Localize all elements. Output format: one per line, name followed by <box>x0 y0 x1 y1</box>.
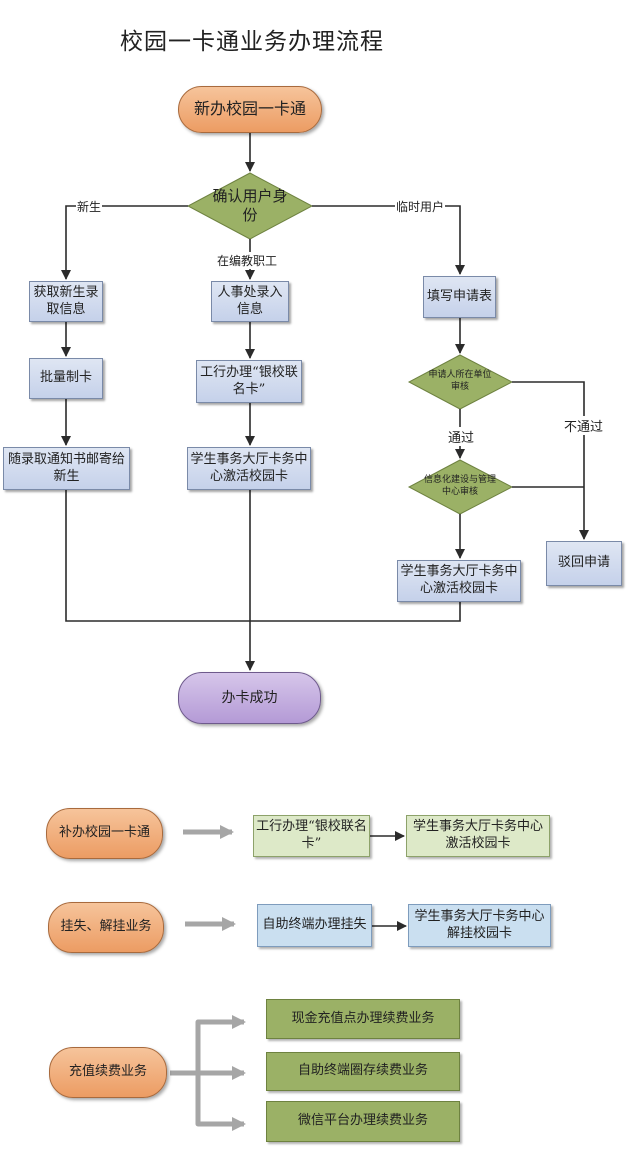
staff-step3-node: 学生事务大厅卡务中心激活校园卡 <box>187 447 311 490</box>
reissue-title-node: 补办校园一卡通 <box>46 808 163 859</box>
loss-title-node: 挂失、解挂业务 <box>48 902 164 953</box>
edge-decision-to-new <box>61 205 188 280</box>
temp-decision2-label: 信息化建设与管理中心审核 <box>424 475 497 497</box>
temp-fail-label: 不通过 <box>563 416 605 435</box>
reissue-step2-node: 学生事务大厅卡务中心激活校园卡 <box>406 815 550 857</box>
reject-node: 驳回申请 <box>546 541 622 586</box>
staff-step1-node: 人事处录入信息 <box>211 281 289 322</box>
temp-step1-node: 填写申请表 <box>423 276 496 318</box>
reissue-step1-node: 工行办理“银校联名卡” <box>253 815 370 857</box>
temp-pass-label: 通过 <box>447 427 476 446</box>
edge-decision-to-temp <box>312 205 465 275</box>
temp-step2-node: 学生事务大厅卡务中心激活校园卡 <box>397 560 521 602</box>
end-node: 办卡成功 <box>178 672 321 724</box>
start-node: 新办校园一卡通 <box>178 86 322 133</box>
branch-temp-label: 临时用户 <box>395 198 446 215</box>
new-step1-node: 获取新生录取信息 <box>29 281 103 322</box>
edge-new-to-end <box>65 490 250 622</box>
loss-step2-node: 学生事务大厅卡务中心解挂校园卡 <box>408 904 551 947</box>
staff-step2-node: 工行办理“银校联名卡” <box>196 360 302 403</box>
topup-option-wechat: 微信平台办理续费业务 <box>266 1101 460 1142</box>
edge-temp-to-end <box>250 602 461 622</box>
topup-option-cash: 现金充值点办理续费业务 <box>266 999 460 1039</box>
edge-review1-fail <box>512 381 589 540</box>
page-title: 校园一卡通业务办理流程 <box>120 29 384 55</box>
temp-decision1-label: 申请人所在单位审核 <box>428 370 492 392</box>
new-step3-node: 随录取通知书邮寄给新生 <box>3 447 130 490</box>
new-step2-node: 批量制卡 <box>29 358 103 399</box>
decision-identity-label: 确认用户身份 <box>212 186 288 225</box>
topup-option-terminal: 自助终端圈存续费业务 <box>266 1052 460 1091</box>
branch-new-label: 新生 <box>76 198 103 215</box>
loss-step1-node: 自助终端办理挂失 <box>257 904 372 947</box>
branch-staff-label: 在编教职工 <box>216 252 279 269</box>
topup-title-node: 充值续费业务 <box>49 1047 167 1098</box>
